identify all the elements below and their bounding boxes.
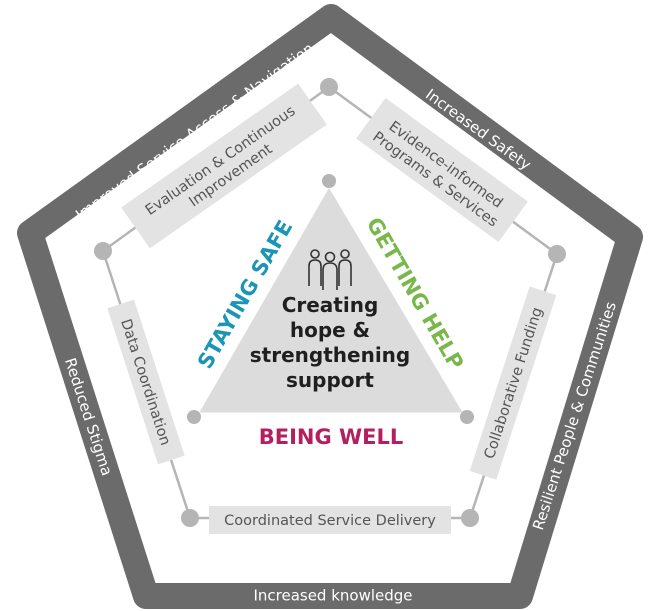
strategy-delivery-label: Coordinated Service Delivery (224, 513, 436, 529)
node-left (94, 242, 112, 260)
triangle-node-right (460, 410, 474, 424)
center-line-3: strengthening (250, 343, 410, 367)
node-right (548, 245, 566, 263)
center-line-2: hope & (290, 318, 370, 342)
node-top (320, 78, 338, 96)
pillar-being-well: BEING WELL (259, 425, 404, 449)
central-triangle (192, 180, 470, 418)
center-line-1: Creating (282, 293, 379, 317)
strategy-funding-box: Collaborative Funding (469, 286, 557, 480)
outcome-bottom: Increased knowledge (253, 587, 412, 605)
strategy-delivery-box: Coordinated Service Delivery (209, 506, 451, 534)
center-line-4: support (286, 368, 374, 392)
node-bottom-left (181, 509, 199, 527)
triangle-node-left (187, 410, 201, 424)
node-bottom-right (461, 509, 479, 527)
strategy-funding-label: Collaborative Funding (482, 306, 546, 461)
strategy-data-box: Data Coordination (107, 299, 185, 465)
outer-pentagon-frame (17, 4, 643, 609)
triangle-node-top (322, 174, 336, 188)
people-group-icon (308, 249, 352, 290)
